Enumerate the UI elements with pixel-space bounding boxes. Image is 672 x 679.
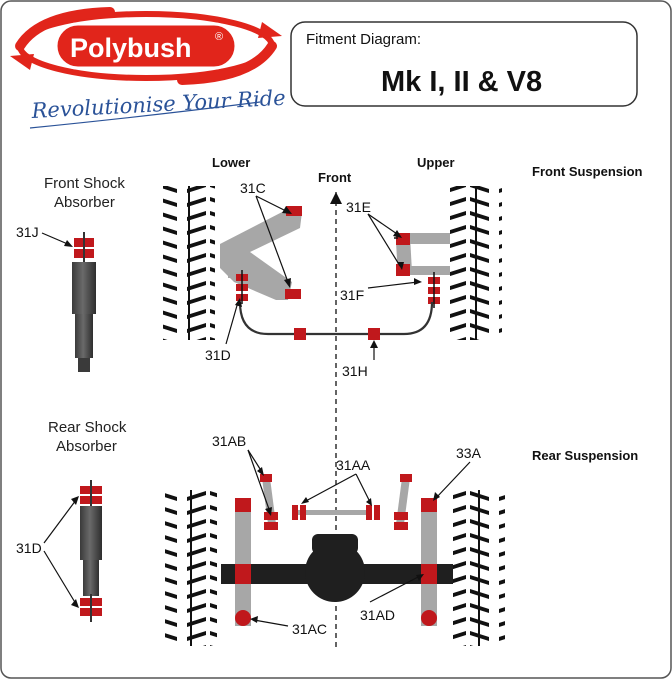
front-lower-label: Lower [212, 155, 250, 170]
rear-leader-arrowheads [250, 467, 440, 623]
bush-31h-right [368, 328, 380, 340]
bush-31c-top [286, 206, 302, 216]
bush-33a-left [235, 498, 251, 512]
bush-31f-front [428, 272, 440, 308]
differential-nose [312, 534, 358, 554]
rear-shock-label-line1: Rear Shock [48, 419, 127, 436]
part-label-31e: 31E [346, 199, 371, 215]
leader-31d-rear [43, 499, 77, 605]
part-label-31f: 31F [340, 287, 364, 303]
brand-registered-mark: ® [215, 31, 223, 43]
polybush-logo: Polybush ® [10, 7, 282, 85]
brand-tagline: Revolutionise Your Ride [30, 86, 286, 123]
rear-differential [305, 542, 365, 602]
leader-31j [41, 232, 71, 246]
front-shock-absorber [72, 232, 96, 372]
part-label-33a: 33A [456, 445, 482, 461]
rear-panhard-rod [292, 505, 380, 520]
part-label-31d-front: 31D [205, 347, 231, 363]
bush-31ad [421, 564, 437, 584]
rear-shock-label-line2: Absorber [56, 438, 117, 455]
bush-axle-left [235, 564, 251, 584]
front-leader-arrowheads [235, 206, 422, 348]
bush-33a-right [421, 498, 437, 512]
rear-left-tyre [165, 490, 217, 646]
part-label-31ab: 31AB [212, 433, 246, 449]
leader-31j-arrowhead [64, 240, 73, 247]
front-leader-lines [225, 195, 419, 360]
front-upper-arm [394, 233, 450, 276]
front-arrow-icon [330, 192, 342, 204]
front-upper-label: Upper [417, 155, 455, 170]
front-shock-label-line1: Front Shock [44, 175, 125, 192]
title-box [290, 21, 638, 107]
part-label-31c: 31C [240, 180, 266, 196]
rear-right-tyre [453, 490, 505, 646]
bush-31ac [235, 610, 251, 626]
fitment-heading: Fitment Diagram: [306, 31, 421, 48]
bush-rear-right-lower [421, 610, 437, 626]
part-label-31d-rear: 31D [16, 540, 42, 556]
front-right-tyre [450, 186, 502, 340]
leader-31d-rear-arrowheads [71, 496, 79, 608]
part-label-31j: 31J [16, 224, 39, 240]
part-label-31aa: 31AA [336, 457, 371, 473]
part-label-31ad: 31AD [360, 607, 395, 623]
rear-right-link [394, 474, 412, 530]
front-suspension-title: Front Suspension [532, 164, 643, 179]
rear-suspension-title: Rear Suspension [532, 448, 638, 463]
brand-name: Polybush [70, 33, 192, 63]
front-shock-label-line2: Absorber [54, 194, 115, 211]
bush-31h-left [294, 328, 306, 340]
part-label-31ac: 31AC [292, 621, 327, 637]
front-left-tyre [163, 186, 215, 340]
model-title: Mk I, II & V8 [381, 66, 542, 98]
part-label-31h: 31H [342, 363, 368, 379]
tagline-underline [29, 101, 261, 129]
bush-31d-front [236, 270, 248, 304]
rear-shock-absorber [80, 480, 102, 622]
rear-left-link [260, 474, 278, 530]
front-anti-roll-bar [238, 301, 434, 336]
front-direction-label: Front [318, 170, 352, 185]
rear-leader-lines [247, 449, 471, 627]
bush-31c-bottom [285, 289, 301, 299]
